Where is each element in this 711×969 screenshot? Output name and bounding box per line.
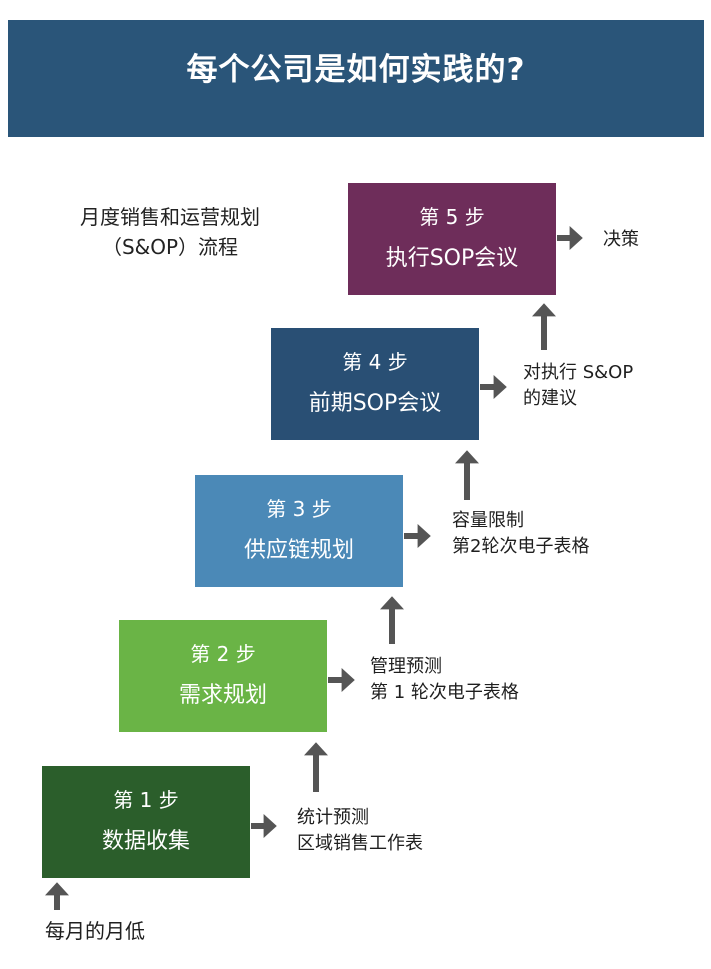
step-number: 第 1 步	[113, 788, 179, 812]
process-subtitle: 月度销售和运营规划 （S&OP）流程	[45, 202, 295, 262]
header-banner: 每个公司是如何实践的?	[8, 20, 704, 137]
step-3-box: 第 3 步 供应链规划	[195, 475, 403, 587]
step-4-box: 第 4 步 前期SOP会议	[271, 328, 479, 440]
start-label: 每月的月低	[45, 919, 145, 943]
output-line-1: 管理预测	[370, 656, 442, 677]
subtitle-line-1: 月度销售和运营规划	[80, 205, 260, 229]
step-number: 第 4 步	[342, 350, 408, 374]
step-2-box: 第 2 步 需求规划	[119, 620, 327, 732]
subtitle-line-2: （S&OP）流程	[101, 235, 239, 259]
output-line-2: 的建议	[523, 388, 577, 409]
step-number: 第 3 步	[266, 497, 332, 521]
step-1-box: 第 1 步 数据收集	[42, 766, 250, 878]
step-number: 第 5 步	[419, 205, 485, 229]
step-5-output: 决策	[603, 227, 639, 253]
output-line-1: 统计预测	[297, 807, 369, 828]
output-line-1: 决策	[603, 229, 639, 250]
step-name: 数据收集	[101, 829, 190, 854]
output-line-2: 区域销售工作表	[297, 833, 423, 854]
page-title: 每个公司是如何实践的?	[186, 52, 526, 88]
output-line-2: 第2轮次电子表格	[452, 536, 590, 557]
step-number: 第 2 步	[190, 642, 256, 666]
step-1-output: 统计预测 区域销售工作表	[297, 805, 423, 857]
step-5-box: 第 5 步 执行SOP会议	[348, 183, 556, 295]
step-4-output: 对执行 S&OP 的建议	[523, 360, 633, 412]
step-name: 供应链规划	[243, 538, 354, 563]
output-line-1: 对执行 S&OP	[523, 362, 634, 383]
output-line-1: 容量限制	[452, 510, 524, 531]
step-2-output: 管理预测 第 1 轮次电子表格	[370, 654, 519, 706]
step-name: 需求规划	[178, 683, 267, 708]
step-name: 前期SOP会议	[308, 391, 442, 416]
output-line-2: 第 1 轮次电子表格	[370, 682, 519, 703]
step-3-output: 容量限制 第2轮次电子表格	[452, 508, 589, 560]
step-name: 执行SOP会议	[385, 246, 519, 271]
